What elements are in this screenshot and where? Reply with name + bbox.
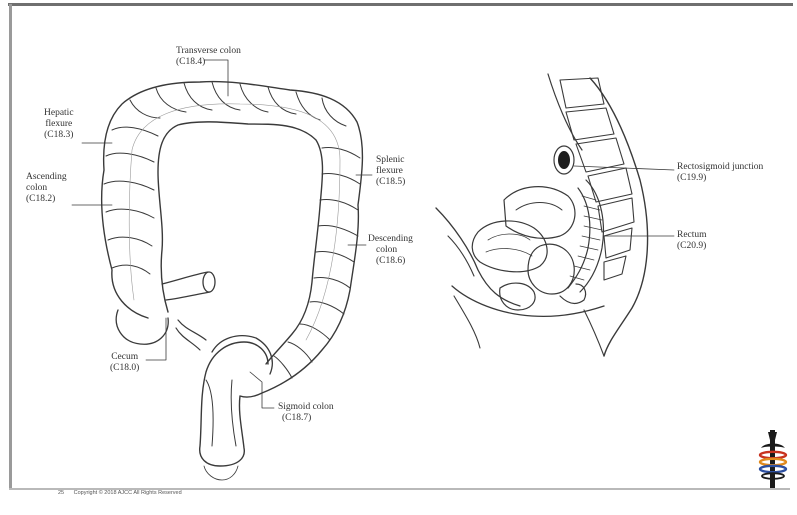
label-rectosigmoid-junction: Rectosigmoid junction (C19.9) bbox=[677, 162, 763, 184]
label-ascending-colon-name-1: Ascending bbox=[26, 172, 67, 183]
page-number: 25 bbox=[58, 490, 64, 496]
label-ascending-colon-name-2: colon bbox=[26, 183, 67, 194]
label-sigmoid-colon: Sigmoid colon (C18.7) bbox=[278, 402, 334, 424]
label-cecum: Cecum (C18.0) bbox=[110, 352, 139, 374]
label-rectum-code: (C20.9) bbox=[677, 241, 707, 252]
label-hepatic-flexure-name-1: Hepatic bbox=[44, 108, 74, 119]
label-transverse-colon-code: (C18.4) bbox=[176, 57, 241, 68]
label-rectosigmoid-junction-code: (C19.9) bbox=[677, 173, 763, 184]
copyright-text: Copyright © 2018 AJCC All Rights Reserve… bbox=[74, 490, 182, 496]
label-descending-colon-code: (C18.6) bbox=[368, 256, 413, 267]
label-hepatic-flexure-name-2: flexure bbox=[44, 119, 74, 130]
label-transverse-colon-name: Transverse colon bbox=[176, 46, 241, 56]
label-descending-colon-name-2: colon bbox=[368, 245, 413, 256]
label-cecum-name: Cecum bbox=[110, 352, 139, 363]
label-descending-colon-name-1: Descending bbox=[368, 234, 413, 245]
label-sigmoid-colon-name: Sigmoid colon bbox=[278, 402, 334, 413]
ajcc-logo-icon bbox=[755, 428, 791, 490]
label-rectum-name: Rectum bbox=[677, 230, 707, 241]
leader-rectosigmoid bbox=[574, 166, 674, 170]
pelvis-sagittal-drawing bbox=[436, 74, 648, 356]
label-splenic-flexure-name-1: Splenic bbox=[376, 155, 405, 166]
label-cecum-code: (C18.0) bbox=[110, 363, 139, 374]
leader-cecum bbox=[146, 318, 166, 360]
label-hepatic-flexure: Hepatic flexure (C18.3) bbox=[44, 108, 74, 141]
slide-footer: 25 Copyright © 2018 AJCC All Rights Rese… bbox=[58, 490, 182, 496]
label-ascending-colon-code: (C18.2) bbox=[26, 194, 67, 205]
label-rectosigmoid-junction-name: Rectosigmoid junction bbox=[677, 162, 763, 173]
label-rectum: Rectum (C20.9) bbox=[677, 230, 707, 252]
label-splenic-flexure: Splenic flexure (C18.5) bbox=[376, 155, 405, 188]
label-ascending-colon: Ascending colon (C18.2) bbox=[26, 172, 67, 205]
label-splenic-flexure-name-2: flexure bbox=[376, 166, 405, 177]
label-transverse-colon: Transverse colon (C18.4) bbox=[176, 46, 241, 68]
label-descending-colon: Descending colon (C18.6) bbox=[368, 234, 413, 267]
label-splenic-flexure-code: (C18.5) bbox=[376, 177, 405, 188]
label-hepatic-flexure-code: (C18.3) bbox=[44, 130, 74, 141]
label-sigmoid-colon-code: (C18.7) bbox=[278, 413, 334, 424]
